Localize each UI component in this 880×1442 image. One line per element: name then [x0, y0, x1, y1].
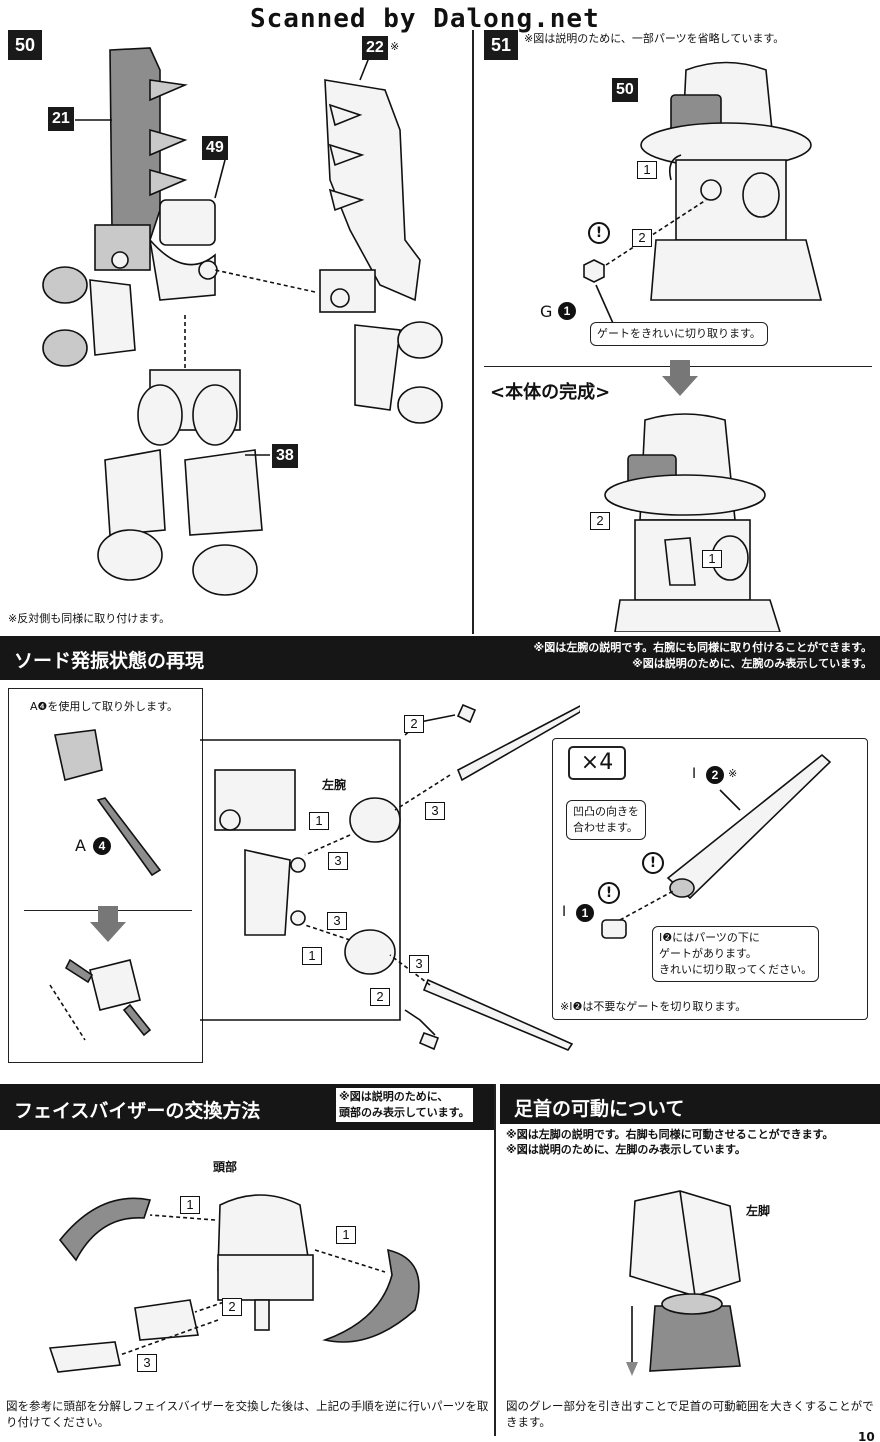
section-divider — [494, 1084, 496, 1436]
step-51-number: 51 — [484, 30, 518, 60]
sword-step-h: 2 — [370, 988, 390, 1006]
i1-label: I — [562, 904, 567, 920]
face-step-1a: 1 — [180, 1196, 200, 1214]
s51-step-2: 2 — [632, 229, 652, 247]
ankle-note-2: ※図は説明のために、左脚のみ表示しています。 — [506, 1143, 746, 1156]
tool-a-number: 4 — [93, 837, 111, 855]
i2-mark: ※ — [728, 767, 738, 780]
warning-icon: ! — [588, 222, 610, 244]
ankle-footer: 図のグレー部分を引き出すことで足首の可動範囲を大きくすることができます。 — [506, 1399, 874, 1429]
arm-assembly-illustration — [200, 703, 580, 1051]
times-four-badge: ×4 — [568, 746, 626, 780]
page-number: 10 — [858, 1430, 875, 1442]
sword-section-notes: ※図は左腕の説明です。右腕にも同様に取り付けることができます。 ※図は説明のため… — [534, 640, 873, 672]
sword-section-header: ソード発振状態の再現 — [0, 636, 880, 680]
complete-step-2: 2 — [590, 512, 610, 530]
blade-detail-illustration — [601, 753, 832, 939]
i1-number: 1 — [576, 904, 594, 922]
face-footer: 図を参考に頭部を分解しフェイスバイザーを交換した後は、上記の手順を逆に行いパーツ… — [6, 1399, 489, 1429]
sword-step-e: 3 — [327, 912, 347, 930]
gate-label: G — [540, 302, 553, 321]
gate-callout: ゲートをきれいに切り取ります。 — [590, 322, 768, 346]
gate-cut-note: ※I❷は不要なゲートを切り取ります。 — [560, 1000, 747, 1013]
completed-body-illustration — [604, 413, 781, 632]
sword-step-b: 3 — [425, 802, 445, 820]
warning-icon-blade: ! — [642, 852, 664, 874]
face-step-1b: 1 — [336, 1226, 356, 1244]
ankle-illustration — [626, 1190, 741, 1376]
s51-step-1: 1 — [637, 161, 657, 179]
warning-icon-peg: ! — [598, 882, 620, 904]
sword-step-g: 3 — [409, 955, 429, 973]
part-22-label: 22 — [362, 36, 388, 60]
gate-info-callout: I❷にはパーツの下に ゲートがあります。 きれいに切り取ってください。 — [652, 926, 820, 982]
ankle-section-header: 足首の可動について — [500, 1084, 880, 1124]
complete-step-1: 1 — [702, 550, 722, 568]
step-divider — [472, 30, 474, 634]
completion-title: <本体の完成> — [490, 382, 611, 403]
part-49-label: 49 — [202, 136, 228, 160]
sword-step-c: 1 — [309, 812, 329, 830]
tool-panel — [8, 688, 203, 1063]
watermark-text: Scanned by Dalong.net — [250, 4, 600, 34]
arrow-down-icon — [662, 360, 698, 396]
part-21-label: 21 — [48, 107, 74, 131]
face-visor-illustration — [48, 1194, 420, 1373]
step-51-illustration — [583, 61, 823, 331]
sword-step-a: 2 — [404, 715, 424, 733]
tool-caption: A❹を使用して取り外します。 — [30, 700, 178, 713]
step-51-note: ※図は説明のために、一部パーツを省略しています。 — [524, 32, 785, 45]
sword-note-2: ※図は説明のために、左腕のみ表示しています。 — [632, 657, 872, 670]
sword-note-1: ※図は左腕の説明です。右腕にも同様に取り付けることができます。 — [533, 641, 873, 654]
part-50-label: 50 — [612, 78, 638, 102]
face-section-title: フェイスバイザーの交換方法 — [14, 1100, 261, 1122]
sword-step-f: 1 — [302, 947, 322, 965]
face-step-2: 2 — [222, 1298, 242, 1316]
tool-arrow-down-icon — [90, 906, 126, 942]
i2-number: 2 — [706, 766, 724, 784]
sword-step-d: 3 — [328, 852, 348, 870]
left-arm-label: 左腕 — [322, 778, 347, 792]
step-50-number: 50 — [8, 30, 42, 60]
face-section-note: ※図は説明のために、 頭部のみ表示しています。 — [336, 1088, 473, 1122]
step-50-illustration — [42, 47, 443, 596]
step-50-note: ※反対側も同様に取り付けます。 — [8, 612, 171, 625]
sword-section-title: ソード発振状態の再現 — [14, 650, 205, 672]
left-leg-label: 左脚 — [746, 1204, 771, 1218]
align-callout: 凹凸の向きを 合わせます。 — [566, 800, 646, 840]
i2-label: I — [692, 766, 697, 782]
face-step-3: 3 — [137, 1354, 157, 1372]
tool-a-label: A — [75, 836, 86, 855]
part-22-mark: ※ — [390, 40, 400, 53]
ankle-note-1: ※図は左脚の説明です。右脚も同様に可動させることができます。 — [506, 1128, 834, 1141]
detail-panel — [552, 738, 868, 1020]
ankle-section-title: 足首の可動について — [514, 1098, 685, 1120]
tool-illustration — [49, 729, 162, 1041]
head-label: 頭部 — [213, 1160, 238, 1174]
part-38-label: 38 — [272, 444, 298, 468]
gate-number: 1 — [558, 302, 576, 320]
